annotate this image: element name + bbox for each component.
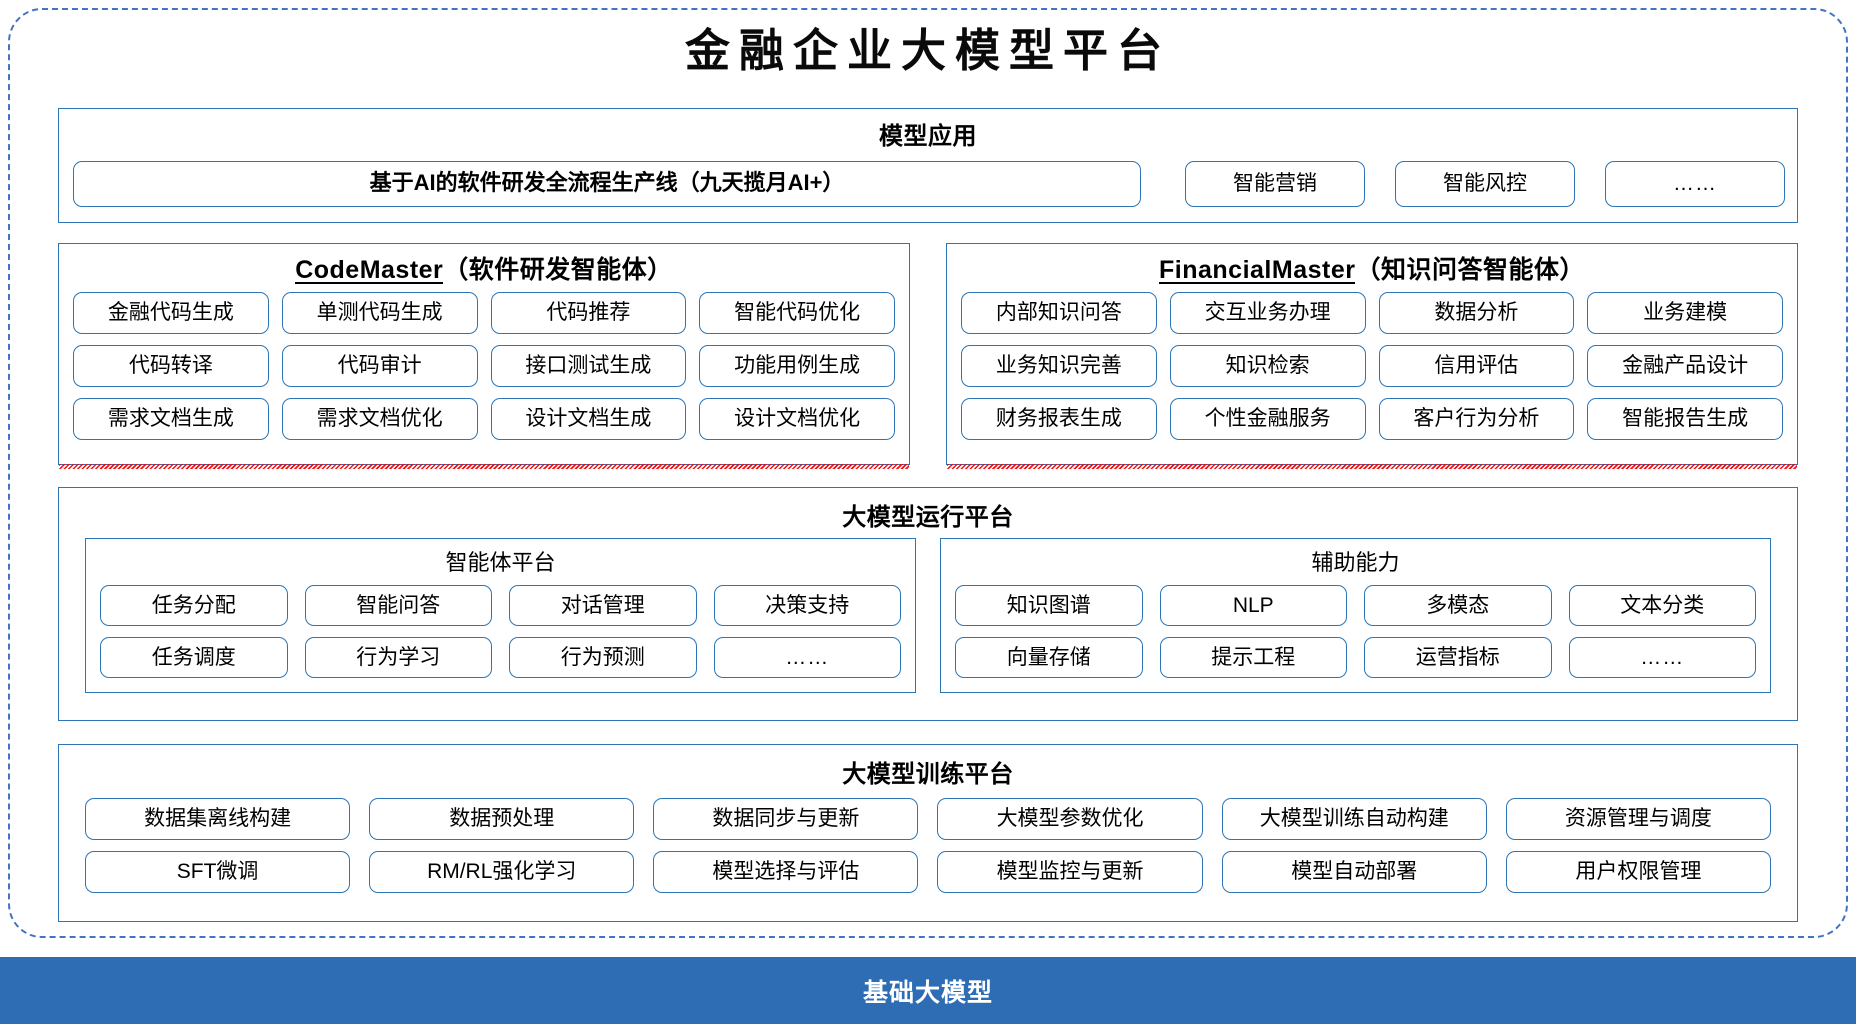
auxiliary-capability-title: 辅助能力 — [1311, 550, 1400, 575]
list-item[interactable]: 代码推荐 — [490, 292, 687, 334]
runtime-platform-section: 大模型运行平台 智能体平台 任务分配 智能问答 对话管理 决策支持 任务调度 行… — [58, 487, 1798, 721]
list-item[interactable]: 任务调度 — [100, 637, 288, 678]
page-title: 金融企业大模型平台 — [684, 24, 1171, 77]
app-pill-primary[interactable]: 基于AI的软件研发全流程生产线（九天揽月AI+） — [73, 160, 1141, 207]
list-item[interactable]: RM/RL强化学习 — [369, 851, 635, 893]
list-item[interactable]: 模型自动部署 — [1221, 851, 1487, 893]
list-item[interactable]: 个性金融服务 — [1169, 398, 1366, 440]
financialmaster-section: FinancialMaster（知识问答智能体） 内部知识问答 交互业务办理 数… — [946, 243, 1798, 469]
financialmaster-latin-name: FinancialMaster — [1159, 256, 1356, 284]
list-item[interactable]: 提示工程 — [1159, 637, 1347, 678]
training-platform-grid: 数据集离线构建 数据预处理 数据同步与更新 大模型参数优化 大模型训练自动构建 … — [59, 789, 1797, 893]
list-item[interactable]: 代码审计 — [281, 345, 478, 387]
list-item[interactable]: 模型选择与评估 — [653, 851, 919, 893]
list-item[interactable]: 行为学习 — [304, 637, 492, 678]
spellcheck-squiggle-icon — [947, 464, 1797, 469]
codemaster-latin-name: CodeMaster — [295, 256, 444, 284]
list-item[interactable]: 数据同步与更新 — [653, 798, 919, 840]
list-item[interactable]: 代码转译 — [73, 345, 269, 387]
list-item[interactable]: 资源管理与调度 — [1505, 798, 1771, 840]
codemaster-title: CodeMaster（软件研发智能体） — [59, 250, 909, 469]
list-item[interactable]: 财务报表生成 — [961, 398, 1157, 440]
runtime-panels: 智能体平台 任务分配 智能问答 对话管理 决策支持 任务调度 行为学习 行为预测… — [85, 538, 1771, 693]
list-item[interactable]: 设计文档优化 — [699, 398, 895, 440]
list-item[interactable]: 需求文档生成 — [73, 398, 269, 440]
list-item-more[interactable]: …… — [1568, 637, 1756, 678]
financialmaster-cn-suffix: （知识问答智能体） — [1355, 256, 1585, 284]
list-item[interactable]: 需求文档优化 — [281, 398, 478, 440]
list-item-more[interactable]: …… — [713, 637, 901, 678]
model-application-section: 模型应用 基于AI的软件研发全流程生产线（九天揽月AI+） 智能营销 智能风控 … — [58, 108, 1798, 223]
list-item[interactable]: 数据集离线构建 — [85, 798, 351, 840]
list-item[interactable]: 用户权限管理 — [1505, 851, 1771, 893]
codemaster-cn-suffix: （软件研发智能体） — [443, 256, 673, 284]
list-item[interactable]: NLP — [1159, 585, 1347, 626]
list-item[interactable]: 文本分类 — [1568, 585, 1756, 626]
list-item[interactable]: 模型监控与更新 — [937, 851, 1203, 893]
list-item[interactable]: 接口测试生成 — [490, 345, 687, 387]
list-item[interactable]: 交互业务办理 — [1169, 292, 1366, 334]
list-item[interactable]: 向量存储 — [955, 637, 1143, 678]
list-item[interactable]: 对话管理 — [509, 585, 697, 626]
list-item[interactable]: 智能报告生成 — [1587, 398, 1783, 440]
model-application-title: 模型应用 — [879, 123, 977, 150]
app-pill-marketing[interactable]: 智能营销 — [1185, 160, 1365, 207]
app-pill-more[interactable]: …… — [1605, 160, 1785, 207]
auxiliary-capability-grid: 知识图谱 NLP 多模态 文本分类 向量存储 提示工程 运营指标 …… — [955, 585, 1756, 678]
list-item[interactable]: 信用评估 — [1378, 345, 1575, 387]
list-item[interactable]: 运营指标 — [1364, 637, 1552, 678]
list-item[interactable]: 智能代码优化 — [699, 292, 895, 334]
list-item[interactable]: 决策支持 — [713, 585, 901, 626]
base-model-bar: 基础大模型 — [0, 957, 1856, 1024]
training-platform-section: 大模型训练平台 数据集离线构建 数据预处理 数据同步与更新 大模型参数优化 大模… — [58, 744, 1798, 922]
financialmaster-title: FinancialMaster（知识问答智能体） — [947, 250, 1797, 469]
list-item[interactable]: 大模型参数优化 — [937, 798, 1203, 840]
list-item[interactable]: 知识图谱 — [955, 585, 1143, 626]
list-item[interactable]: SFT微调 — [85, 851, 351, 893]
list-item[interactable]: 智能问答 — [304, 585, 492, 626]
list-item[interactable]: 多模态 — [1364, 585, 1552, 626]
training-platform-title: 大模型训练平台 — [842, 761, 1014, 788]
list-item[interactable]: 行为预测 — [509, 637, 697, 678]
agent-platform-grid: 任务分配 智能问答 对话管理 决策支持 任务调度 行为学习 行为预测 …… — [100, 585, 901, 678]
codemaster-section: CodeMaster（软件研发智能体） 金融代码生成 单测代码生成 代码推荐 智… — [58, 243, 910, 469]
list-item[interactable]: 大模型训练自动构建 — [1221, 798, 1487, 840]
list-item[interactable]: 数据分析 — [1378, 292, 1575, 334]
list-item[interactable]: 数据预处理 — [369, 798, 635, 840]
list-item[interactable]: 业务知识完善 — [961, 345, 1157, 387]
agent-platform-title: 智能体平台 — [445, 550, 556, 575]
list-item[interactable]: 知识检索 — [1169, 345, 1366, 387]
list-item[interactable]: 设计文档生成 — [490, 398, 687, 440]
spellcheck-squiggle-icon — [59, 464, 909, 469]
list-item[interactable]: 金融代码生成 — [73, 292, 269, 334]
list-item[interactable]: 金融产品设计 — [1587, 345, 1783, 387]
list-item[interactable]: 业务建模 — [1587, 292, 1783, 334]
list-item[interactable]: 客户行为分析 — [1378, 398, 1575, 440]
app-pill-risk-control[interactable]: 智能风控 — [1395, 160, 1575, 207]
auxiliary-capability-panel: 辅助能力 知识图谱 NLP 多模态 文本分类 向量存储 提示工程 运营指标 …… — [940, 538, 1771, 693]
list-item[interactable]: 单测代码生成 — [281, 292, 478, 334]
codemaster-capability-grid: 金融代码生成 单测代码生成 代码推荐 智能代码优化 代码转译 代码审计 接口测试… — [59, 292, 909, 440]
base-model-label: 基础大模型 — [862, 978, 993, 1007]
list-item[interactable]: 内部知识问答 — [961, 292, 1157, 334]
runtime-platform-title: 大模型运行平台 — [842, 504, 1014, 531]
agent-platform-panel: 智能体平台 任务分配 智能问答 对话管理 决策支持 任务调度 行为学习 行为预测… — [85, 538, 916, 693]
list-item[interactable]: 任务分配 — [100, 585, 288, 626]
list-item[interactable]: 功能用例生成 — [699, 345, 895, 387]
financialmaster-capability-grid: 内部知识问答 交互业务办理 数据分析 业务建模 业务知识完善 知识检索 信用评估… — [947, 292, 1797, 440]
model-application-row: 基于AI的软件研发全流程生产线（九天揽月AI+） 智能营销 智能风控 …… — [73, 159, 1785, 208]
